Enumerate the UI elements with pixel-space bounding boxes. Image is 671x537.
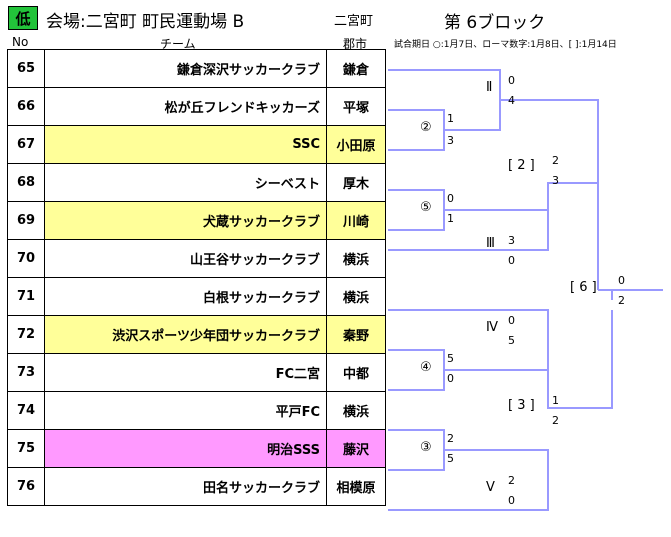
bracket-line (388, 309, 549, 371)
team-city: 横浜 (326, 391, 386, 430)
match-score: 0 (447, 372, 454, 385)
team-name: シーベスト (44, 163, 327, 202)
match-label: Ⅲ (486, 236, 495, 251)
team-name: 田名サッカークラブ (44, 467, 327, 506)
match-score: 0 (508, 314, 515, 327)
column-header-city: 郡市 (343, 37, 368, 51)
match-score: 5 (508, 334, 515, 347)
team-city: 平塚 (326, 87, 386, 126)
team-name: 松が丘フレンドキッカーズ (44, 87, 327, 126)
match-score: 0 (508, 494, 515, 507)
team-city: 小田原 (326, 125, 386, 164)
team-city: 鎌倉 (326, 49, 386, 88)
match-score: 5 (447, 352, 454, 365)
team-name: FC二宮 (44, 353, 327, 392)
match-date-legend: 試合期日 ○:1月7日、ローマ数字:1月8日、[ ]:1月14日 (394, 40, 617, 50)
match-label: Ⅱ (486, 80, 493, 95)
match-score: 2 (552, 414, 559, 427)
bracket-line (547, 310, 613, 409)
team-city: 川崎 (326, 201, 386, 240)
team-city: 厚木 (326, 163, 386, 202)
team-name: 犬蔵サッカークラブ (44, 201, 327, 240)
match-label: Ⅴ (486, 480, 495, 495)
match-score: 0 (618, 274, 625, 287)
team-city: 相模原 (326, 467, 386, 506)
team-city: 中都 (326, 353, 386, 392)
team-name: 渋沢スポーツ少年団サッカークラブ (44, 315, 327, 354)
match-label: ④ (420, 360, 432, 375)
team-number: 72 (7, 315, 45, 354)
bracket-line (388, 429, 445, 471)
team-name: 明治SSS (44, 429, 327, 468)
team-number: 66 (7, 87, 45, 126)
match-score: 3 (447, 134, 454, 147)
team-city: 横浜 (326, 277, 386, 316)
bracket-line (597, 183, 613, 300)
match-score: 1 (447, 112, 454, 125)
team-city: 秦野 (326, 315, 386, 354)
match-label: Ⅳ (486, 320, 498, 335)
team-name: 山王谷サッカークラブ (44, 239, 327, 278)
bracket-line (388, 109, 445, 151)
match-score: 3 (552, 174, 559, 187)
bracket-line (388, 189, 445, 231)
match-label: ② (420, 120, 432, 135)
team-number: 73 (7, 353, 45, 392)
match-score: 0 (508, 254, 515, 267)
venue-title: 会場:二宮町 町民運動場 B (46, 12, 245, 32)
match-score: 0 (447, 192, 454, 205)
match-score: 0 (508, 74, 515, 87)
match-score: 2 (508, 474, 515, 487)
match-score: 2 (447, 432, 454, 445)
level-badge: 低 (8, 6, 38, 30)
match-label: ③ (420, 440, 432, 455)
match-score: 2 (618, 294, 625, 307)
venue-town: 二宮町 (334, 14, 374, 29)
match-label: [ 6 ] (570, 280, 597, 295)
match-score: 4 (508, 94, 515, 107)
team-number: 71 (7, 277, 45, 316)
match-score: 2 (552, 154, 559, 167)
team-number: 76 (7, 467, 45, 506)
match-label: ⑤ (420, 200, 432, 215)
match-score: 1 (552, 394, 559, 407)
match-score: 5 (447, 452, 454, 465)
bracket-line (388, 449, 549, 511)
team-number: 65 (7, 49, 45, 88)
match-label: [ 2 ] (508, 158, 535, 173)
column-header-team: チーム (160, 37, 196, 51)
match-score: 3 (508, 234, 515, 247)
team-city: 藤沢 (326, 429, 386, 468)
team-number: 67 (7, 125, 45, 164)
team-city: 横浜 (326, 239, 386, 278)
match-score: 1 (447, 212, 454, 225)
match-label: [ 3 ] (508, 398, 535, 413)
team-name: SSC (44, 125, 327, 164)
block-title: 第 6ブロック (444, 13, 546, 33)
team-name: 平戸FC (44, 391, 327, 430)
team-name: 白根サッカークラブ (44, 277, 327, 316)
column-header-no: No (12, 35, 29, 49)
bracket-line (388, 349, 445, 391)
